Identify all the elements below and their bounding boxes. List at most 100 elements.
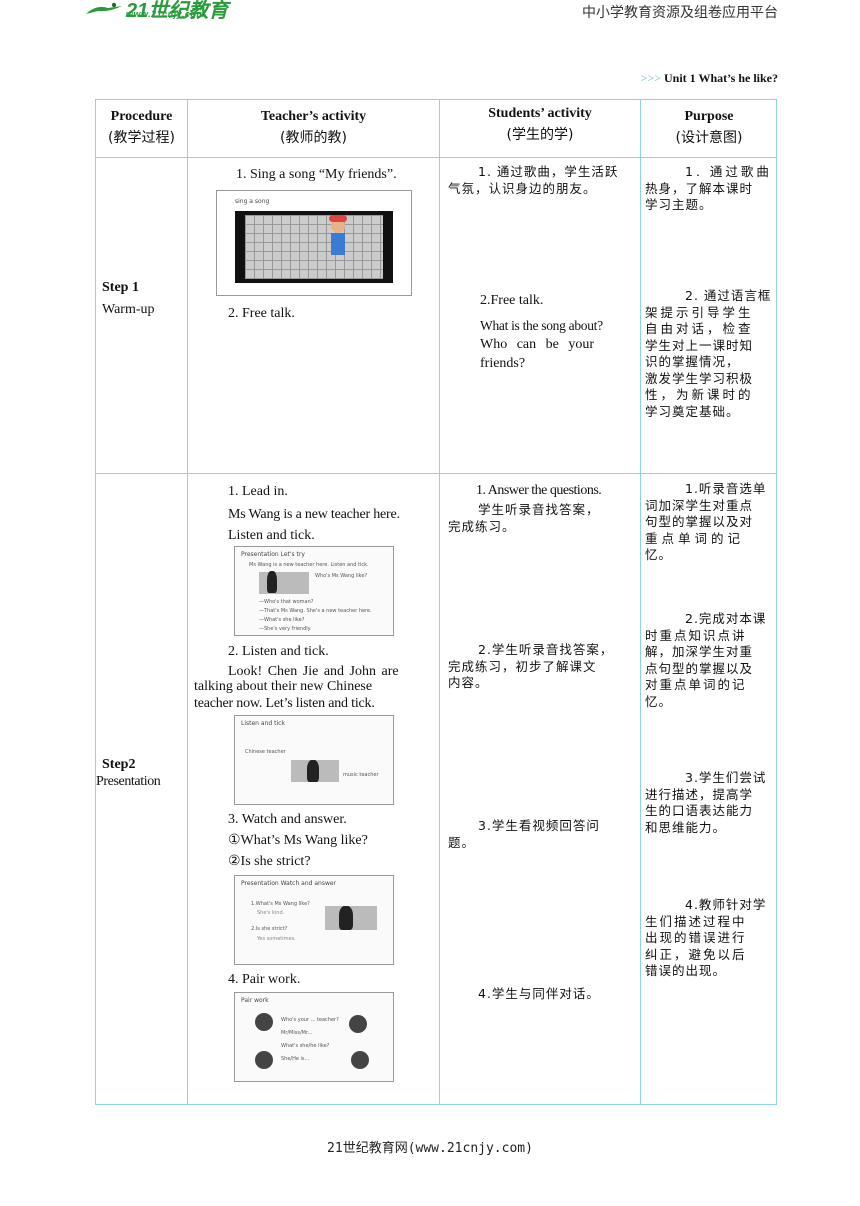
logo-url-text: www.21cnjy.com <box>126 9 205 19</box>
text-line: 错误的出现。 <box>645 963 727 978</box>
warmup-student-2-title: 2.Free talk. <box>480 293 544 308</box>
watch-answer-title: 3. Watch and answer. <box>228 812 347 827</box>
text-line: 3.学生们尝试 <box>685 770 767 785</box>
platform-title: 中小学教育资源及组卷应用平台 <box>582 5 778 21</box>
text-line: 2. 通过语言框 <box>685 288 772 303</box>
text-line: 激发学生学习积极 <box>645 370 754 386</box>
thumb-line: —That's Ms Wang. She's a new teacher her… <box>259 608 372 614</box>
present-student-3: 3.学生看视频回答问 题。 <box>448 818 636 851</box>
header-teacher-en: Teacher’s activity <box>260 109 367 124</box>
row-divider <box>96 473 776 474</box>
thumb-caption: Presentation Let's try <box>241 551 305 558</box>
thumb-line: Yes sometimes. <box>257 936 296 942</box>
thumb-line: Mr/Miss/Mr... <box>281 1030 313 1036</box>
student-avatar <box>349 1015 367 1033</box>
present-student-4: 4.学生与同伴对话。 <box>478 986 638 1003</box>
thumb-line: —What's she like? <box>259 617 305 623</box>
pair-work-screenshot: Pair work Who's your ... teacher? Mr/Mis… <box>234 992 394 1082</box>
thumb-caption: Presentation Watch and answer <box>241 880 337 887</box>
thumb-caption: Listen and tick <box>241 720 285 727</box>
warmup-student-2-q3: friends? <box>480 356 526 371</box>
thumb-line: What's she/he like? <box>281 1043 330 1049</box>
lead-in-line-1: Ms Wang is a new teacher here. <box>228 507 400 522</box>
header-purpose-en: Purpose <box>684 109 734 124</box>
text-line: 2.学生听录音找答案， <box>478 642 614 657</box>
thumb-line: She/He is... <box>281 1056 310 1062</box>
header-procedure-cn: (教学过程) <box>108 130 175 146</box>
runner-logo-icon <box>86 2 122 14</box>
header-students-en: Students’ activity <box>488 106 592 121</box>
header-purpose-cn: (设计意图) <box>675 130 743 146</box>
warmup-student-2-q1: What is the song about? <box>480 318 603 333</box>
column-divider <box>187 100 188 1104</box>
header-teacher-cn: (教师的教) <box>280 130 347 146</box>
row-divider <box>96 157 776 158</box>
text-line: 时重点知识点讲 <box>645 627 747 643</box>
lead-in-line-2: Listen and tick. <box>228 528 315 543</box>
step-1-name: Warm-up <box>102 302 155 317</box>
text-line: 2.完成对本课 <box>685 611 767 626</box>
thumb-caption: sing a song <box>235 198 270 205</box>
thumb-line: 2.Is she strict? <box>251 926 288 932</box>
grid-background <box>245 215 383 279</box>
text-line: 识的掌握情况， <box>645 354 740 369</box>
warmup-purpose-1: 1. 通过歌曲 热身，了解本课时 学习主题。 <box>645 164 775 214</box>
video-frame <box>235 211 393 283</box>
text-line: 1. 通过歌曲，学生活跃 <box>478 164 619 179</box>
student-avatar <box>255 1013 273 1031</box>
column-divider <box>439 100 440 1104</box>
text-line: 进行描述，提高学 <box>645 786 754 802</box>
present-purpose-4: 4.教师针对学 生们描述过程中 出现的错误进行 纠正，避免以后 错误的出现。 <box>645 897 775 980</box>
text-line: 点句型的掌握以及 <box>645 660 754 676</box>
present-purpose-3: 3.学生们尝试 进行描述，提高学 生的口语表达能力 和思维能力。 <box>645 770 775 836</box>
step-2-name: Presentation <box>96 774 161 789</box>
thumb-line: Who's your ... teacher? <box>281 1017 339 1023</box>
teacher-figure <box>267 571 277 593</box>
logo-brand-text: 21世纪教育 <box>126 0 229 22</box>
text-line: 生们描述过程中 <box>645 913 747 929</box>
listen-tick-line-3: teacher now. Let’s listen and tick. <box>194 696 375 711</box>
text-line: 忆。 <box>645 547 673 562</box>
thumb-line: Chinese teacher <box>245 749 286 755</box>
text-line: 性，为新课时的 <box>645 387 754 402</box>
thumb-caption: Pair work <box>241 997 269 1004</box>
unit-title: >>>Unit 1 What’s he like? <box>641 71 778 86</box>
listen-tick-screenshot: Listen and tick Chinese teacher music te… <box>234 715 394 805</box>
lets-try-screenshot: Presentation Let's try Ms Wang is a new … <box>234 546 394 636</box>
unit-arrows: >>> <box>640 71 661 85</box>
text-line: 3.学生看视频回答问 <box>478 818 600 833</box>
text-line: 学生对上一课时知 <box>645 337 754 353</box>
text-line: 出现的错误进行 <box>645 930 747 945</box>
text-line: 学习奠定基础。 <box>645 403 740 419</box>
text-line: 4.教师针对学 <box>685 897 767 912</box>
header-students-cn: (学生的学) <box>506 127 574 143</box>
text-line: 完成练习。 <box>448 518 516 534</box>
warmup-student-1: 1. 通过歌曲，学生活跃 气氛，认识身边的朋友。 <box>448 164 636 197</box>
text-line: 和思维能力。 <box>645 819 727 835</box>
listen-tick-line-2: talking about their new Chinese <box>194 679 373 694</box>
present-student-1-title: 1. Answer the questions. <box>476 483 602 498</box>
warmup-song-screenshot: sing a song <box>216 190 412 296</box>
text-line: 解，加深学生对重 <box>645 644 754 659</box>
text-line: 1.听录音选单 <box>685 481 767 496</box>
text-line: 重点单词的记 <box>645 530 745 546</box>
warmup-student-2-q2: Who can be your <box>480 337 595 352</box>
watch-answer-q2: ②Is she strict? <box>228 854 311 869</box>
student-avatar <box>351 1051 369 1069</box>
unit-title-text: Unit 1 What’s he like? <box>663 71 778 85</box>
text-line: 完成练习，初步了解课文 <box>448 658 597 674</box>
cartoon-body <box>331 233 345 255</box>
text-line: 4.学生与同伴对话。 <box>478 986 600 1001</box>
header-teacher: Teacher’s activity (教师的教) <box>188 100 439 157</box>
watch-answer-screenshot: Presentation Watch and answer 1.What's M… <box>234 875 394 965</box>
text-line: 热身，了解本课时 <box>645 180 754 196</box>
pair-work-title: 4. Pair work. <box>228 972 301 987</box>
text-line: 纠正，避免以后 <box>645 946 747 962</box>
text-line: 自由对话，检查 <box>645 321 754 336</box>
student-avatar <box>255 1051 273 1069</box>
thumb-line: Who's Ms Wang like? <box>315 573 368 579</box>
warmup-free-talk: 2. Free talk. <box>228 306 295 321</box>
present-student-1: 学生听录音找答案， 完成练习。 <box>448 502 636 535</box>
text-line: 忆。 <box>645 693 673 709</box>
cartoon-hair <box>329 215 347 222</box>
